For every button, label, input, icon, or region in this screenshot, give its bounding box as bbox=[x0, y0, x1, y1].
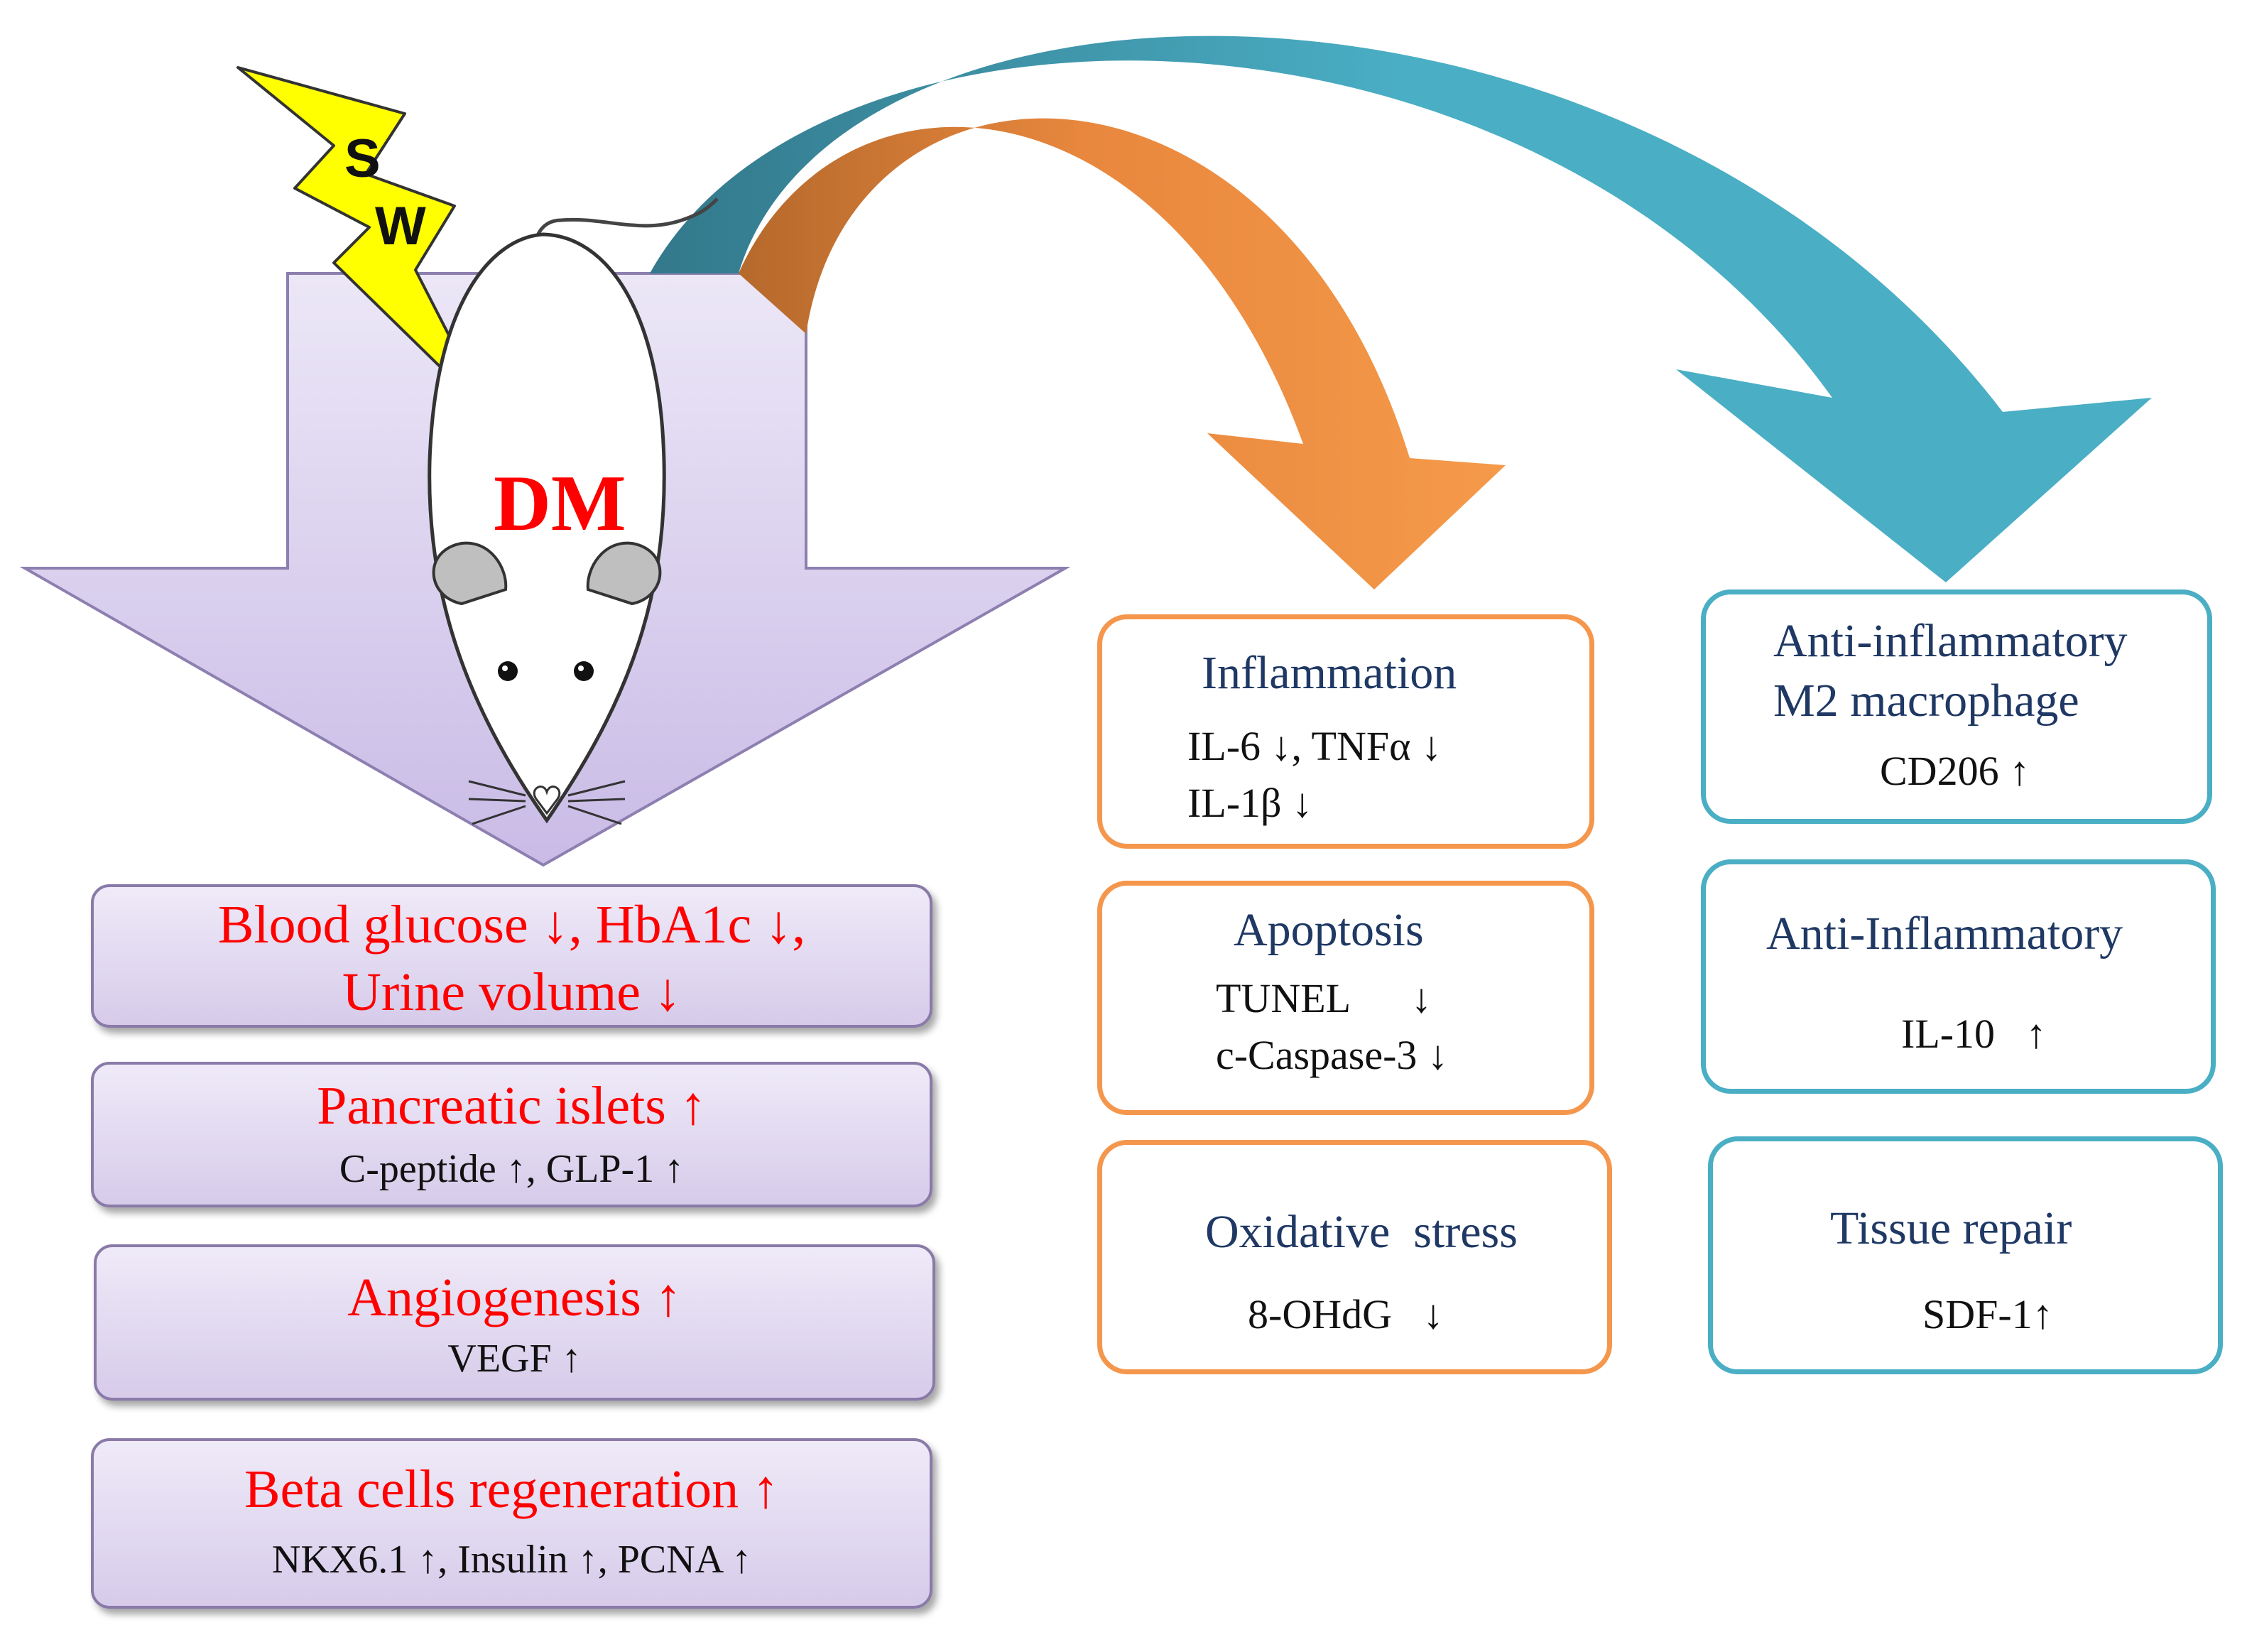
zap-letter-w: W bbox=[375, 196, 426, 256]
pancreatic-islets-title: Pancreatic islets ↑ bbox=[317, 1076, 707, 1136]
tissue-repair-title: Tissue repair bbox=[1830, 1202, 2072, 1254]
outcome-box-beta-cells: Beta cells regeneration ↑ NKX6.1 ↑, Insu… bbox=[91, 1438, 932, 1609]
angiogenesis-title: Angiogenesis ↑ bbox=[347, 1268, 682, 1327]
effect-box-anti-inflammatory: Anti-Inflammatory IL-10 ↑ bbox=[1701, 859, 2216, 1094]
mouse-nose bbox=[533, 786, 561, 815]
effect-box-inflammation: Inflammation IL-6 ↓, TNFα ↓ IL-1β ↓ bbox=[1097, 614, 1594, 849]
angiogenesis-markers: VEGF ↑ bbox=[447, 1337, 582, 1381]
m2-title-line2: M2 macrophage bbox=[1773, 675, 2079, 727]
zap-letter-s: S bbox=[344, 129, 381, 189]
inflammation-markers-2: IL-1β ↓ bbox=[1187, 780, 1313, 826]
orange-curved-arrow bbox=[739, 118, 1506, 589]
inflammation-title: Inflammation bbox=[1202, 647, 1457, 699]
inflammation-markers-1: IL-6 ↓, TNFα ↓ bbox=[1187, 723, 1442, 769]
blood-glucose-line: Blood glucose ↓, HbA1c ↓, bbox=[217, 895, 806, 955]
outcome-box-pancreatic-islets: Pancreatic islets ↑ C-peptide ↑, GLP-1 ↑ bbox=[91, 1062, 932, 1207]
outcome-box-blood-glucose: Blood glucose ↓, HbA1c ↓, Urine volume ↓ bbox=[91, 884, 932, 1028]
effect-box-m2-macrophage: Anti-inflammatory M2 macrophage CD206 ↑ bbox=[1701, 589, 2212, 824]
apoptosis-title: Apoptosis bbox=[1234, 904, 1424, 956]
m2-title-line1: Anti-inflammatory bbox=[1773, 615, 2128, 667]
teal-curved-arrow bbox=[650, 36, 2152, 582]
mouse-whiskers bbox=[468, 780, 626, 825]
anti-inflammatory-markers: IL-10 ↑ bbox=[1901, 1011, 2047, 1057]
m2-markers: CD206 ↑ bbox=[1880, 748, 2030, 794]
mouse-ear-left bbox=[432, 541, 508, 606]
mouse-eye-left bbox=[498, 661, 518, 681]
beta-cells-markers: NKX6.1 ↑, Insulin ↑, PCNA ↑ bbox=[271, 1538, 752, 1582]
outcome-box-angiogenesis: Angiogenesis ↑ VEGF ↑ bbox=[94, 1244, 935, 1401]
mouse-label: DM bbox=[494, 460, 626, 548]
pancreatic-islets-markers: C-peptide ↑, GLP-1 ↑ bbox=[339, 1147, 685, 1191]
tissue-repair-markers: SDF-1↑ bbox=[1922, 1291, 2053, 1337]
effect-box-oxidative-stress: Oxidative stress 8-OHdG ↓ bbox=[1097, 1140, 1612, 1374]
apoptosis-markers-1: TUNEL ↓ bbox=[1216, 975, 1432, 1021]
mouse-ear-right bbox=[586, 541, 662, 606]
apoptosis-markers-2: c-Caspase-3 ↓ bbox=[1216, 1032, 1448, 1078]
beta-cells-title: Beta cells regeneration ↑ bbox=[244, 1460, 780, 1519]
oxidative-stress-markers: 8-OHdG ↓ bbox=[1248, 1291, 1444, 1337]
urine-volume-line: Urine volume ↓ bbox=[342, 962, 681, 1022]
anti-inflammatory-title: Anti-Inflammatory bbox=[1766, 908, 2123, 960]
effect-box-tissue-repair: Tissue repair SDF-1↑ bbox=[1708, 1136, 2223, 1374]
effect-box-apoptosis: Apoptosis TUNEL ↓ c-Caspase-3 ↓ bbox=[1097, 881, 1594, 1115]
mouse-body bbox=[428, 232, 666, 824]
oxidative-stress-title: Oxidative stress bbox=[1205, 1206, 1518, 1258]
mouse-eye-right bbox=[574, 661, 594, 681]
